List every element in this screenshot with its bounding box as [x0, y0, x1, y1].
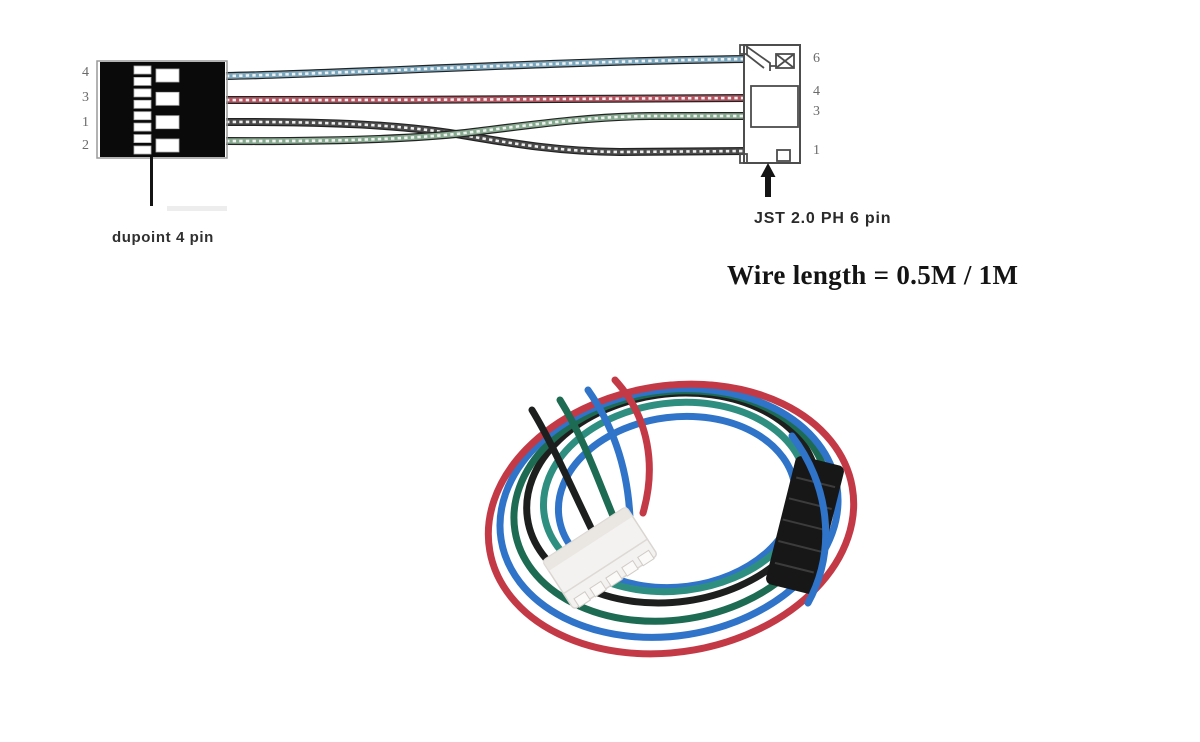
jst-pointer-arrow — [760, 163, 776, 197]
jst-pin-number-6: 6 — [813, 51, 820, 66]
white-connector-seam — [563, 538, 648, 595]
jst-connector-drawing — [739, 44, 801, 197]
cable-photo — [484, 376, 858, 658]
wiring-diagram — [96, 44, 801, 206]
dupont-pin-number-1: 1 — [82, 115, 89, 130]
wire-blue — [225, 55, 748, 80]
wire-length-label: Wire length = 0.5M / 1M — [727, 260, 1019, 290]
jst-notch-bottom — [739, 153, 748, 164]
green-run-to-connector — [556, 396, 620, 527]
wire-red — [225, 94, 748, 105]
coil-red-outer — [484, 380, 858, 658]
dupont-outline — [96, 60, 228, 159]
red-run-to-connector — [611, 376, 653, 517]
black-run-to-connector — [528, 406, 598, 538]
dupont-pin-number-4: 4 — [82, 65, 89, 80]
jst-notch-top — [739, 44, 748, 55]
jst-connector-label: JST 2.0 PH 6 pin — [754, 210, 892, 227]
jst-pin-number-4: 4 — [813, 84, 820, 99]
jst-small-slot — [776, 149, 791, 162]
jst-inner-cavity — [750, 85, 799, 128]
dupont-pin-number-3: 3 — [82, 90, 89, 105]
dupont-slot-column-large — [155, 68, 180, 153]
white-connector-teeth — [573, 549, 655, 608]
wire-blue-texture — [225, 57, 748, 78]
scan-artifact — [167, 206, 227, 211]
jst-pin-number-1: 1 — [813, 143, 820, 158]
dupont-slot-column-small — [133, 65, 152, 155]
dupont-connector-drawing — [96, 60, 228, 206]
blue-front-crossing — [788, 432, 830, 607]
wire-red-texture — [225, 96, 748, 102]
jst-body — [743, 44, 801, 164]
wire-green-texture — [225, 114, 747, 143]
jst-crossed-box — [775, 53, 795, 69]
dupont-pin-number-2: 2 — [82, 138, 89, 153]
jst-pin-number-3: 3 — [813, 104, 820, 119]
white-connector-shading — [542, 506, 633, 571]
blue-run-to-connector — [584, 386, 634, 522]
photo-white-connector — [542, 506, 657, 609]
dupont-connector-label: dupoint 4 pin — [112, 229, 214, 246]
wire-green — [225, 112, 747, 146]
